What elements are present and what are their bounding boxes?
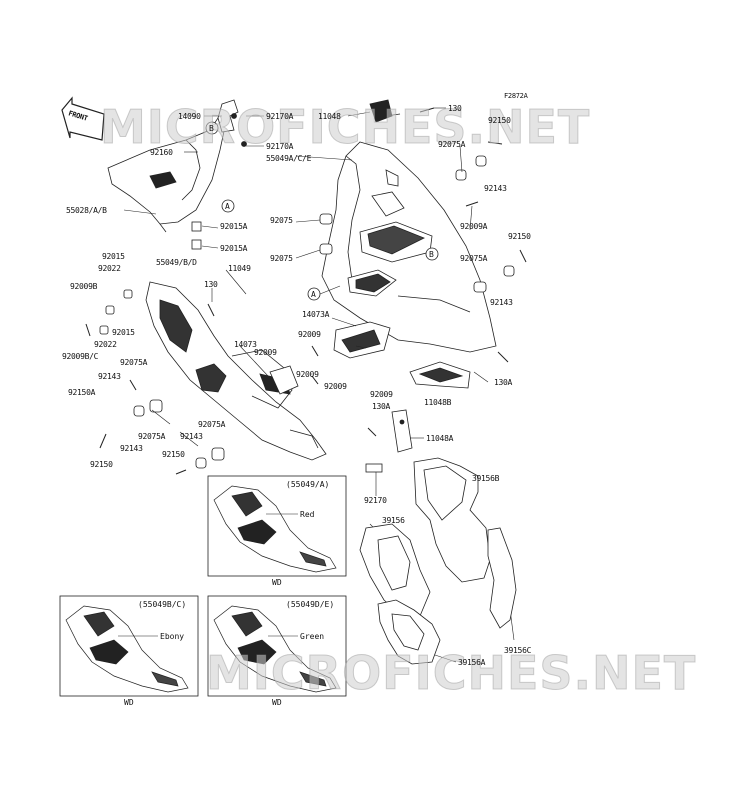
part-label: 92015: [102, 252, 125, 261]
part-label: 11048A: [426, 434, 454, 443]
part-label: 92075A: [460, 254, 488, 263]
part-label: 92009A: [460, 222, 488, 231]
callout-a-lower: A: [311, 290, 316, 299]
part-label: 92143: [180, 432, 203, 441]
part-label: 14073A: [302, 310, 330, 319]
part-label: 39156C: [504, 646, 532, 655]
variant-model-bc: WD: [124, 698, 134, 707]
part-label: 92009: [370, 390, 393, 399]
part-label: 92143: [98, 372, 121, 381]
part-label: 92143: [490, 298, 513, 307]
part-label: 39156: [382, 516, 405, 525]
insulator-39156c: [487, 527, 517, 629]
part-label: 92150A: [68, 388, 96, 397]
part-label: 92150: [162, 450, 185, 459]
variant-model-de: WD: [272, 698, 282, 707]
grommet-group: [99, 155, 515, 469]
variant-model-a: WD: [272, 578, 282, 587]
part-label: 11049: [228, 264, 251, 273]
variant-box-bc: [59, 595, 199, 697]
figure-code: F2872A: [504, 92, 528, 100]
part-label: 55049A/C/E: [266, 154, 312, 163]
variant-color-bc: Ebony: [160, 632, 185, 641]
part-label: 11048B: [424, 398, 452, 407]
part-label: 92075A: [438, 140, 466, 149]
variant-code-bc: (55049B/C): [138, 600, 187, 609]
part-label: 92150: [508, 232, 531, 241]
variant-color-a: Red: [300, 510, 315, 519]
part-label: 92143: [484, 184, 507, 193]
callout-b-top: B: [209, 124, 214, 133]
bracket-11048a: [391, 409, 413, 453]
callout-b-right: B: [429, 250, 434, 259]
color-leaders: [118, 513, 298, 637]
bracket-14090: [217, 99, 247, 147]
part-label: 92075A: [138, 432, 166, 441]
part-label: 92022: [94, 340, 117, 349]
screw-group: [85, 107, 527, 475]
part-label: 92170A: [266, 112, 294, 121]
part-label: 92022: [98, 264, 121, 273]
part-label: 92009: [254, 348, 277, 357]
right-fairing-part: [321, 141, 497, 353]
part-label: 92075: [270, 254, 293, 263]
mini-fairing-de: [213, 605, 337, 693]
left-fairing-part: [145, 281, 327, 461]
part-label: 55028/A/B: [66, 206, 107, 215]
callout-a-upper: A: [225, 202, 230, 211]
part-label: 130A: [372, 402, 391, 411]
variant-code-de: (55049D/E): [286, 600, 335, 609]
part-label: 39156A: [458, 658, 486, 667]
mini-fairing-a: [213, 485, 337, 573]
mini-fairing-bc: [65, 605, 189, 693]
watermark-top: MICROFICHES.NET: [99, 100, 591, 155]
part-label: 92075A: [198, 420, 226, 429]
variant-color-de: Green: [300, 632, 325, 641]
part-label: 92170A: [266, 142, 294, 151]
part-label: 92160: [150, 148, 173, 157]
insulator-39156a: [377, 599, 441, 665]
bracket-11048b: [409, 361, 471, 389]
part-label: 11048: [318, 112, 341, 121]
part-label: 92015A: [220, 222, 248, 231]
part-label: 14090: [178, 112, 201, 121]
part-label: 92150: [488, 116, 511, 125]
part-label: 130: [448, 104, 462, 113]
part-label: 92075A: [120, 358, 148, 367]
part-label: 92075: [270, 216, 293, 225]
variant-code-a: (55049/A): [286, 480, 330, 489]
part-label: 92015A: [220, 244, 248, 253]
part-label: 92009: [324, 382, 347, 391]
bracket-11048: [369, 99, 401, 123]
inner-duct-part: [107, 117, 227, 233]
part-label: 130A: [494, 378, 513, 387]
watermark-bottom: MICROFICHES.NET: [205, 646, 697, 701]
callout-circles: [205, 121, 439, 301]
variant-box-de: [207, 595, 347, 697]
part-label: 92170: [364, 496, 387, 505]
part-label: 92009: [298, 330, 321, 339]
part-label: 92015: [112, 328, 135, 337]
part-label: 55049/B/D: [156, 258, 197, 267]
variant-box-a: [207, 475, 347, 577]
clip-nut-group: [191, 221, 383, 473]
part-label: 92150: [90, 460, 113, 469]
part-label: 14073: [234, 340, 257, 349]
part-label: 130: [204, 280, 218, 289]
bracket-14073: [269, 321, 391, 395]
part-label: 92009: [296, 370, 319, 379]
part-label: 92009B/C: [62, 352, 99, 361]
part-label: 39156B: [472, 474, 500, 483]
part-label: 92009B: [70, 282, 98, 291]
part-label: 92143: [120, 444, 143, 453]
front-arrow-icon: [61, 96, 105, 141]
